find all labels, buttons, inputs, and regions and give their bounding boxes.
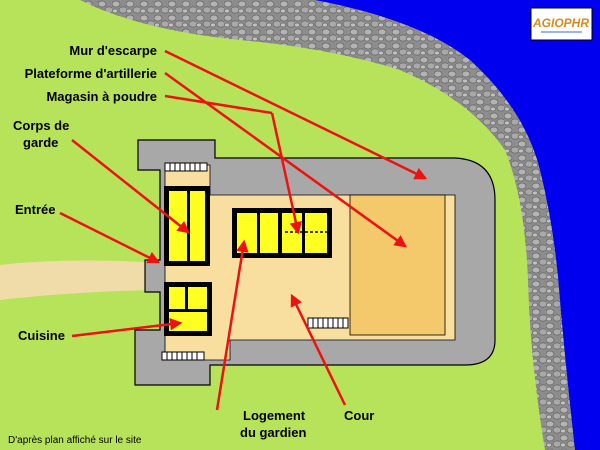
central-building [232, 208, 332, 258]
credit-text: D'après plan affiché sur le site [8, 435, 142, 446]
kitchen [164, 282, 212, 336]
logo-text: AGIOPHR [532, 16, 589, 30]
label-corps-de-garde-2: garde [23, 135, 58, 150]
label-magasin-poudre: Magasin à poudre [46, 89, 157, 104]
entry-path [0, 260, 150, 300]
label-logement-2: du gardien [240, 425, 307, 440]
guardhouse [164, 186, 210, 266]
annotation-arrows [59, 49, 428, 411]
label-plateforme-artillerie: Plateforme d'artillerie [25, 66, 157, 81]
label-corps-de-garde-1: Corps de [13, 118, 69, 133]
label-mur-escarpe: Mur d'escarpe [69, 43, 157, 58]
label-cour: Cour [344, 408, 374, 423]
stairs [161, 162, 349, 361]
label-entree: Entrée [15, 202, 55, 217]
logo: AGIOPHR [530, 7, 593, 41]
label-cuisine: Cuisine [18, 328, 65, 343]
label-logement-1: Logement [243, 408, 306, 423]
